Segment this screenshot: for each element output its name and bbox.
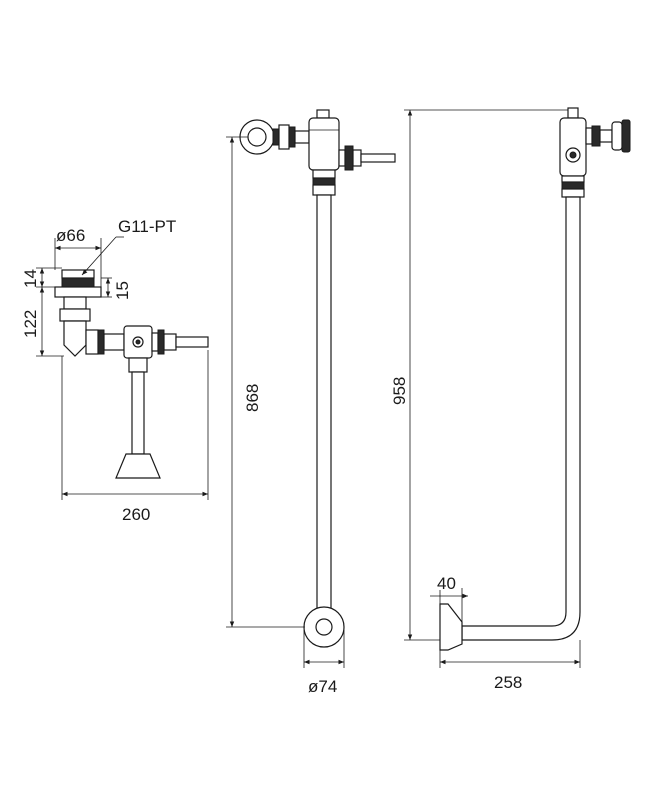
front-handle (360, 153, 396, 163)
upper-body (63, 296, 87, 310)
bent-handle-knob (621, 119, 631, 153)
dim-dia-74: ø74 (308, 677, 337, 696)
body-ring (59, 308, 91, 322)
front-valve-body (308, 117, 340, 171)
connector (103, 333, 125, 351)
side-view (54, 269, 209, 479)
hex-left (97, 329, 105, 355)
threaded-nut (61, 277, 95, 288)
hex-right-a (151, 332, 159, 352)
bent-top-stem (567, 107, 579, 119)
tube-coupling (128, 357, 148, 373)
bent-valve-body (559, 117, 587, 177)
body-lower (63, 320, 87, 357)
front-view (239, 109, 396, 648)
top-stem (316, 109, 330, 119)
front-flush-tube (316, 194, 332, 609)
hex-right-b (157, 329, 165, 355)
handle-base (163, 333, 177, 351)
outlet-bell (115, 453, 161, 479)
coupling-left (85, 329, 99, 355)
top-cap (61, 269, 95, 279)
dim-thread-g11pt: G11-PT (118, 217, 176, 236)
dim-dia-66: ø66 (56, 226, 85, 245)
dim-15: 15 (113, 281, 132, 300)
bent-view (439, 107, 631, 651)
front-view-dimensions: 868 ø74 (226, 136, 345, 696)
dim-868: 868 (243, 384, 262, 412)
side-view-dimensions: ø66 G11-PT 14 15 122 260 (21, 217, 209, 524)
bent-flush-pipe (461, 196, 581, 641)
dim-40: 40 (437, 574, 456, 593)
dim-258: 258 (494, 673, 522, 692)
flange (54, 286, 102, 298)
bent-view-dimensions: 958 40 258 (390, 109, 581, 692)
handle-lever (175, 336, 209, 348)
bent-outlet-bell (439, 603, 463, 651)
dim-958: 958 (390, 377, 409, 405)
flush-tube (131, 371, 145, 455)
dim-260: 260 (122, 505, 150, 524)
dim-122: 122 (21, 310, 40, 338)
dim-14: 14 (21, 269, 40, 288)
valve-centre (135, 339, 141, 345)
